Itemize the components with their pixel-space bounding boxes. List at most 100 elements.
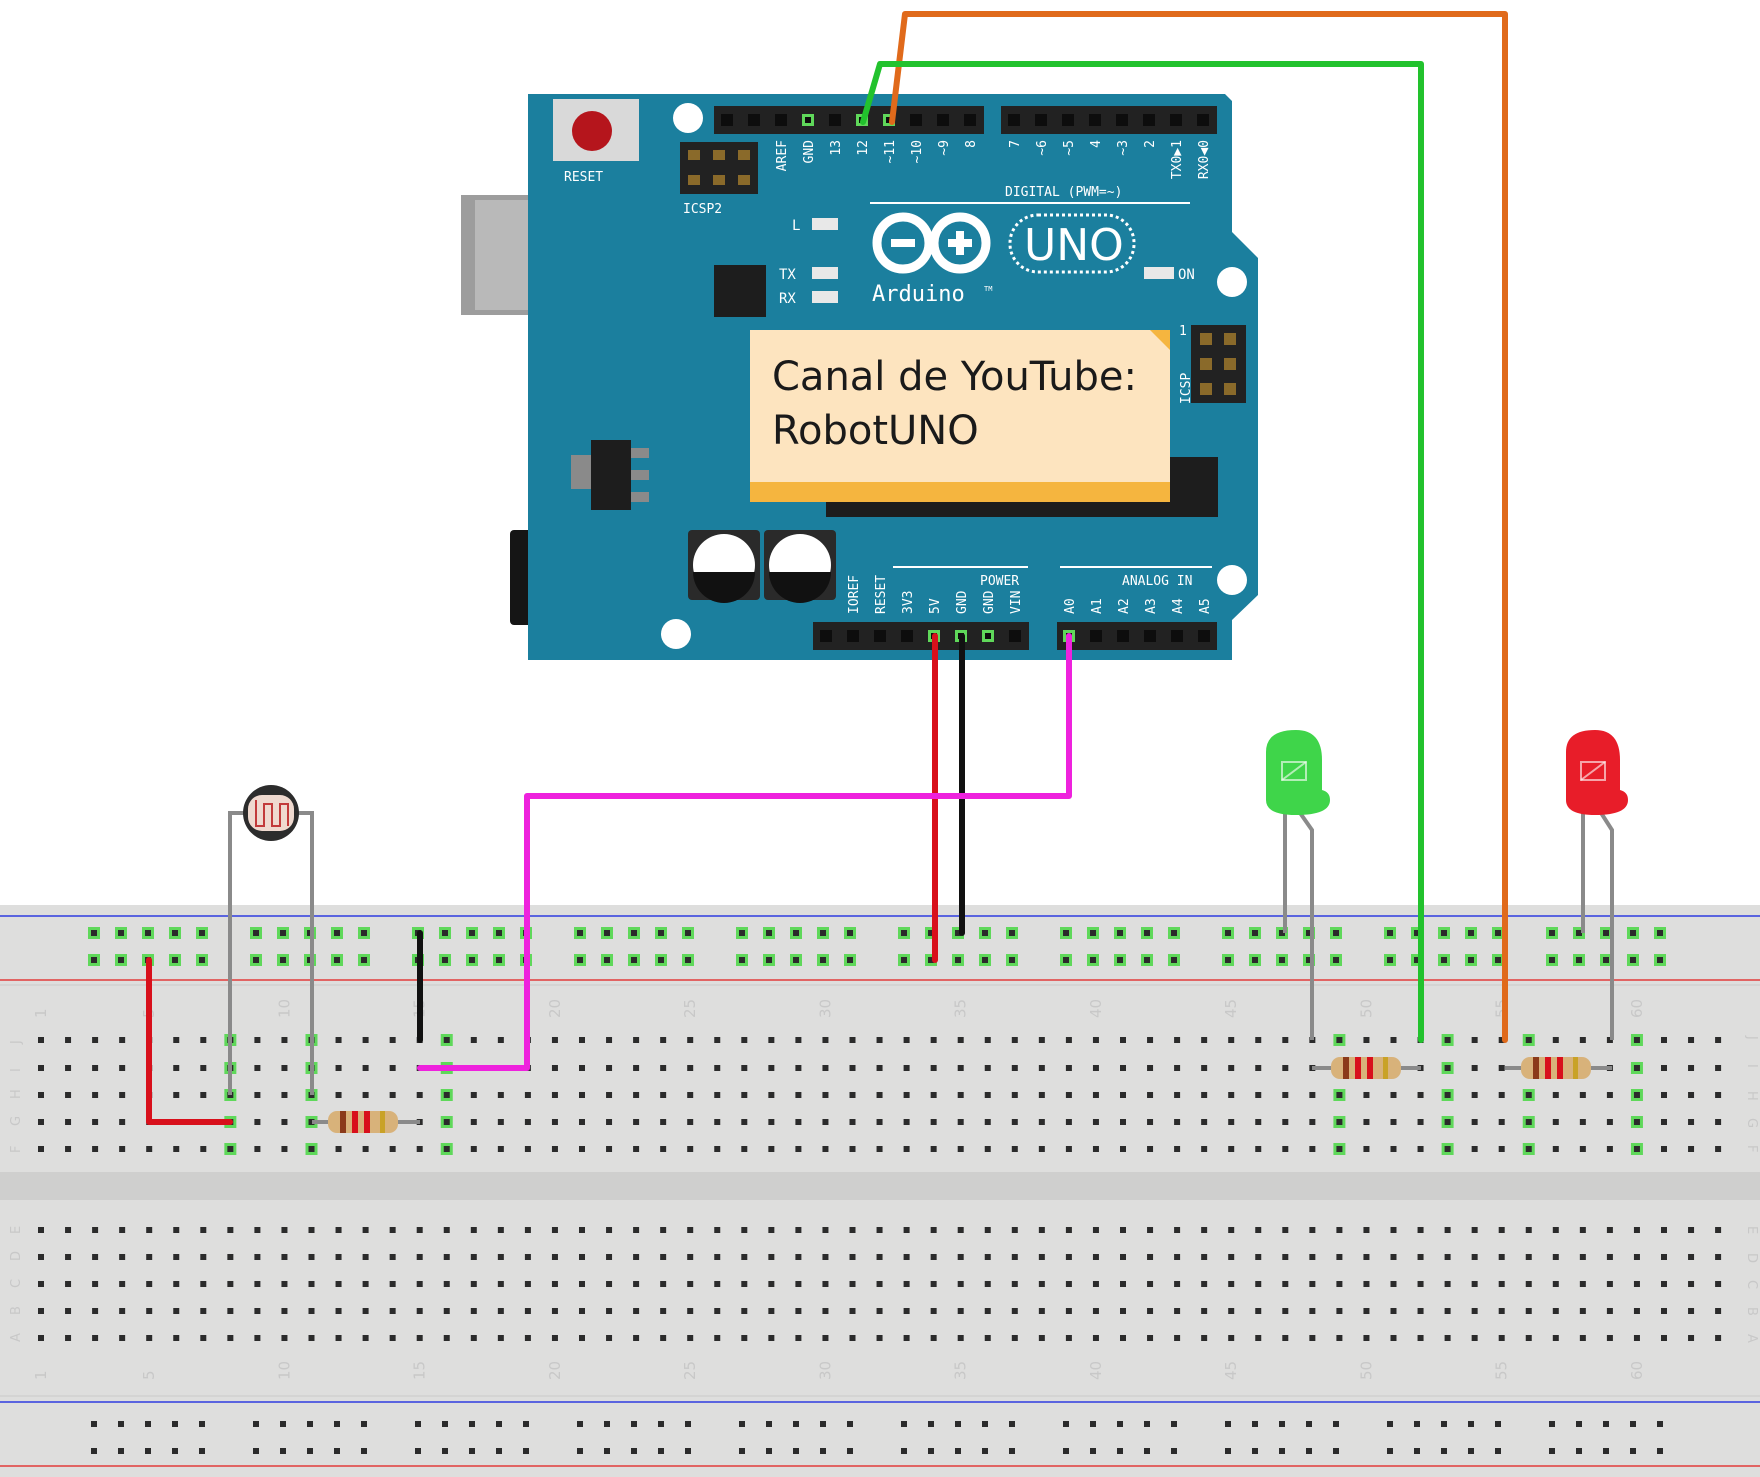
digital-header-label: DIGITAL (PWM=~) [1005, 185, 1122, 200]
hole [687, 1146, 694, 1152]
rail-hole [1117, 1448, 1123, 1454]
hole [1174, 1308, 1181, 1314]
header-pin-socket [1117, 630, 1129, 642]
hole [281, 1254, 288, 1260]
icsp-pin1-label: 1 [1179, 324, 1187, 339]
hole [660, 1065, 667, 1071]
hole [1498, 1308, 1505, 1314]
hole [281, 1308, 288, 1314]
hole [416, 1092, 423, 1098]
header-pin-socket [1009, 630, 1021, 642]
hole [579, 1146, 585, 1152]
hole [579, 1254, 585, 1260]
power-pin-label: 5V [928, 598, 943, 614]
hole [1201, 1065, 1208, 1071]
rail-hole [685, 957, 691, 963]
hole [1715, 1308, 1722, 1314]
hole [1661, 1037, 1667, 1043]
hole [1201, 1037, 1208, 1043]
digital-pin-socket [1062, 114, 1074, 126]
hole [551, 1254, 558, 1260]
resistor-band [1367, 1057, 1373, 1079]
led-leg [1296, 808, 1314, 1040]
hole [1309, 1254, 1316, 1260]
rail-hole [739, 1448, 745, 1454]
hole [1147, 1146, 1154, 1152]
hole [903, 1092, 910, 1098]
hole [768, 1092, 775, 1098]
rail-hole [1468, 930, 1474, 936]
hole [173, 1146, 180, 1152]
digital-pin-label: TX0▶1 [1170, 140, 1185, 179]
hole [903, 1335, 910, 1341]
hole [1174, 1227, 1181, 1233]
hole [1038, 1227, 1045, 1233]
reset-button[interactable] [572, 111, 612, 151]
hole [1606, 1281, 1613, 1287]
l-led-label: L [792, 218, 800, 234]
rail-hole [469, 1448, 475, 1454]
hole [1579, 1281, 1586, 1287]
hole [633, 1254, 640, 1260]
hole [1633, 1227, 1640, 1233]
hole [38, 1065, 44, 1071]
rail-hole [334, 1421, 340, 1427]
row-letter: C [9, 1279, 24, 1288]
hole [1444, 1065, 1451, 1071]
hole [687, 1281, 694, 1287]
hole [957, 1119, 964, 1125]
hole [389, 1254, 396, 1260]
hole [1444, 1227, 1451, 1233]
hole [768, 1119, 775, 1125]
rail-hole [1144, 957, 1150, 963]
hole [389, 1227, 396, 1233]
digital-pin-socket [1089, 114, 1101, 126]
hole [1038, 1308, 1045, 1314]
hole [1552, 1335, 1559, 1341]
hole [606, 1146, 613, 1152]
column-number: 55 [1493, 1361, 1511, 1380]
hole [1688, 1092, 1695, 1098]
hole [849, 1335, 856, 1341]
youtube-note: Canal de YouTube: RobotUNO [750, 330, 1170, 502]
resistor-band [1533, 1057, 1539, 1079]
row-letter: J [1744, 1035, 1759, 1040]
hole [1282, 1119, 1289, 1125]
hole [470, 1119, 477, 1125]
hole [579, 1335, 585, 1341]
hole [795, 1254, 802, 1260]
resistor-band [380, 1111, 385, 1133]
hole [1417, 1281, 1424, 1287]
hole [254, 1227, 261, 1233]
rail-hole [928, 957, 934, 963]
hole [1336, 1254, 1343, 1260]
hole [524, 1146, 531, 1152]
hole [443, 1119, 450, 1125]
rail-hole [658, 1421, 664, 1427]
hole [984, 1254, 991, 1260]
hole [173, 1065, 180, 1071]
hole [308, 1119, 315, 1125]
hole [1363, 1146, 1370, 1152]
hole [849, 1281, 856, 1287]
rail-hole [415, 1421, 421, 1427]
hole [714, 1119, 721, 1125]
hole [1255, 1065, 1262, 1071]
hole [1282, 1281, 1289, 1287]
hole [1309, 1092, 1316, 1098]
rail-hole [172, 1448, 178, 1454]
hole [984, 1065, 991, 1071]
hole [1201, 1254, 1208, 1260]
rail-hole [1441, 1421, 1447, 1427]
hole [551, 1146, 558, 1152]
hole [335, 1335, 342, 1341]
hole [335, 1227, 342, 1233]
resistor-band [1545, 1057, 1551, 1079]
hole [1092, 1227, 1099, 1233]
hole [470, 1254, 477, 1260]
rail-hole [1009, 1421, 1015, 1427]
hole [1228, 1065, 1235, 1071]
hole [1011, 1092, 1018, 1098]
hole [1092, 1092, 1099, 1098]
rx-label: RX [779, 291, 796, 307]
